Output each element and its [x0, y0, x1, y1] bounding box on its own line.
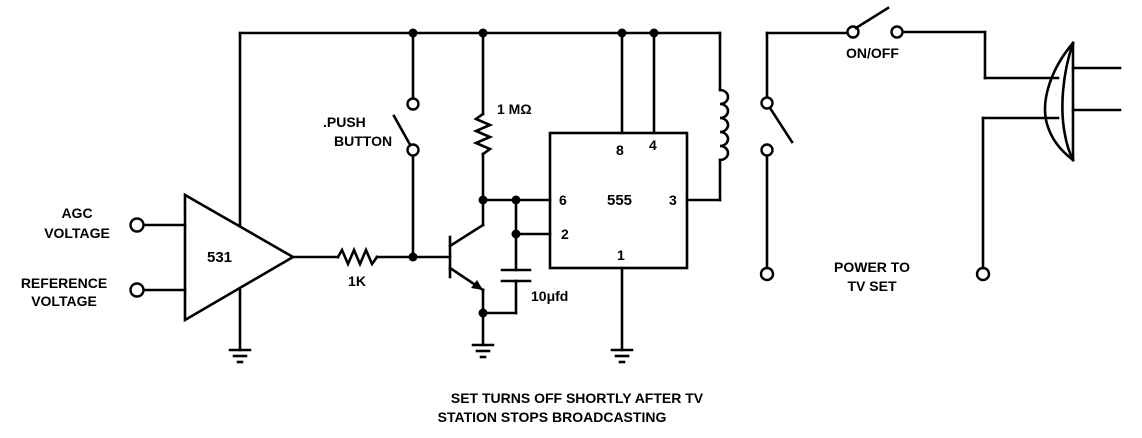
timing-network: 10μfd [478, 195, 568, 318]
agc-terminal [129, 217, 145, 233]
agc-label-2: VOLTAGE [44, 225, 110, 241]
reference-label-2: VOLTAGE [31, 293, 97, 309]
timer-pin-8: 8 [616, 142, 624, 158]
tv-power-output: POWER TO TV SET [834, 116, 1060, 294]
reference-terminal [129, 282, 145, 298]
timer-pin-1: 1 [617, 247, 625, 263]
push-button-switch: .PUSH BUTTON [323, 31, 420, 259]
timer-pin-4: 4 [649, 137, 657, 153]
supply-rail [238, 28, 722, 92]
resistor-1m-label: 1 MΩ [497, 101, 532, 117]
relay-contacts [759, 31, 794, 282]
on-off-label: ON/OFF [846, 45, 899, 61]
resistor-1k-label: 1K [348, 273, 366, 289]
agc-input: AGC VOLTAGE [44, 205, 187, 241]
comparator-531: 531 [183, 31, 296, 352]
on-off-switch: ON/OFF [765, 6, 1060, 80]
power-label-2: TV SET [847, 278, 896, 294]
push-button-label-2: BUTTON [334, 133, 392, 149]
push-button-label-1: .PUSH [323, 114, 366, 130]
comparator-label: 531 [207, 249, 232, 266]
capacitor-label: 10μfd [531, 288, 568, 304]
ground-symbol-transistor [471, 343, 495, 359]
timer-555: 555 8 4 6 2 3 1 [548, 31, 722, 352]
relay-coil [718, 88, 730, 202]
ground-symbol-comparator [228, 348, 252, 364]
base-resistor-1k: 1K [291, 246, 452, 289]
timer-pin-3: 3 [669, 192, 677, 208]
reference-label-1: REFERENCE [21, 275, 107, 291]
timer-pin-2: 2 [561, 226, 569, 242]
timer-label: 555 [607, 192, 632, 209]
reference-input: REFERENCE VOLTAGE [21, 275, 187, 309]
ground-symbol-timer [610, 348, 634, 364]
agc-label-1: AGC [61, 205, 92, 221]
collector-resistor-1m: 1 MΩ [472, 31, 532, 202]
caption-line-1: SET TURNS OFF SHORTLY AFTER TV [451, 390, 704, 406]
power-label-1: POWER TO [834, 259, 910, 275]
caption-line-2: STATION STOPS BROADCASTING [438, 409, 667, 425]
npn-transistor [448, 198, 485, 347]
timer-pin-6: 6 [559, 192, 567, 208]
ac-plug [1043, 41, 1122, 162]
